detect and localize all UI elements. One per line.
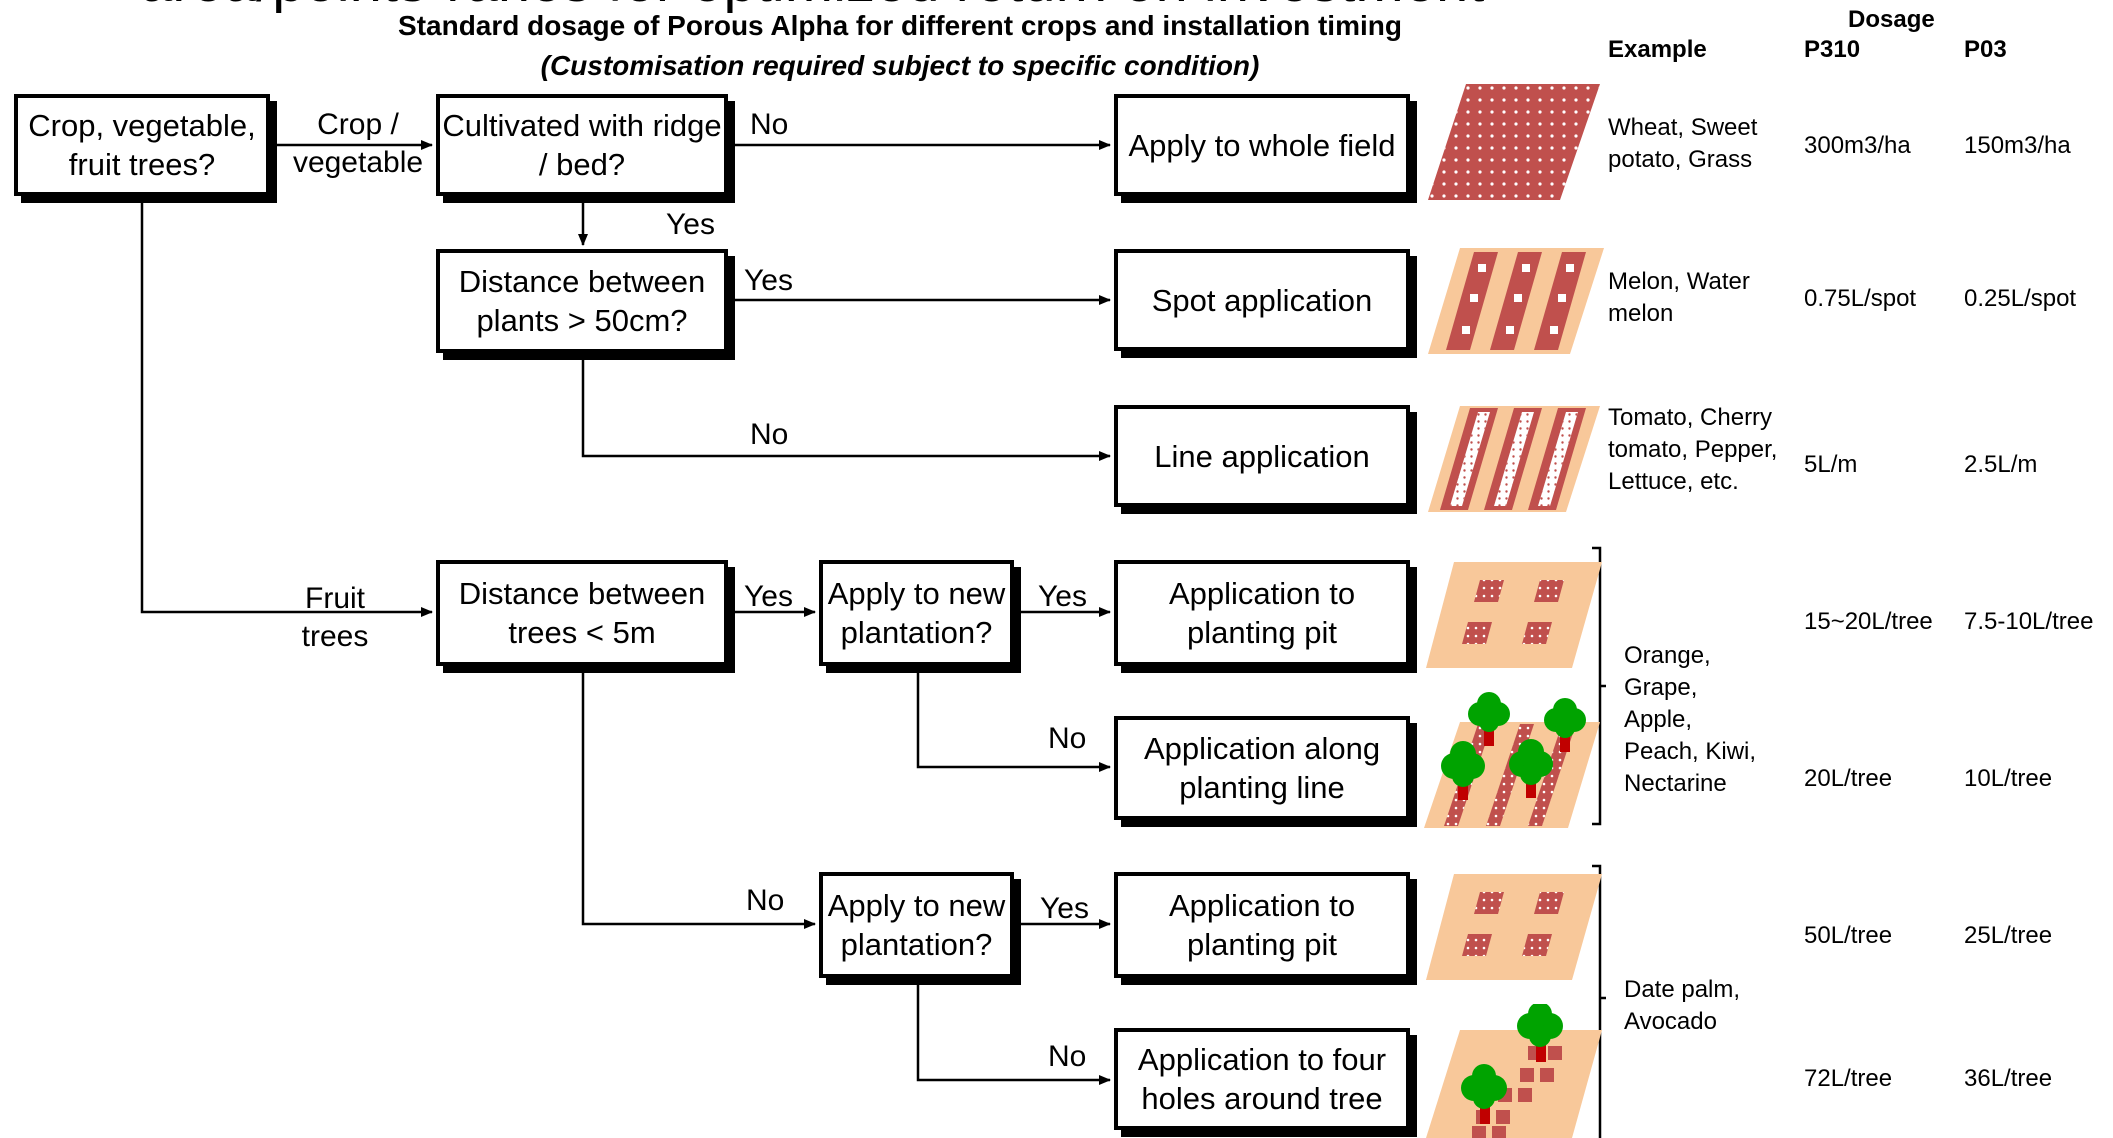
whole-field-icon [1428,84,1600,200]
cutoff-title: area/points-ranes for optimized return o… [140,0,1484,15]
p310-row-6: 50L/tree [1804,922,1893,949]
p310-row-3: 5L/m [1804,451,1858,478]
chart-title: Standard dosage of Porous Alpha for diff… [398,10,1402,41]
planting-pit-box-1: Application to planting pit [1114,560,1410,666]
p03-row-7: 36L/tree [1964,1065,2053,1092]
example-far-trees: Date palm, Avocado [1624,976,1741,1035]
p03-row-2: 0.25L/spot [1964,285,2077,312]
edge-label-fruit-trees: Fruit trees [301,582,369,653]
p310-row-2: 0.75L/spot [1804,285,1917,312]
whole-field-box: Apply to whole field [1114,94,1410,196]
planting-pit-box-2: Application to planting pit [1114,872,1410,978]
edge-label-no-along: No [1048,722,1087,755]
p03-row-3: 2.5L/m [1964,451,2038,478]
planting-pit-icon [1426,562,1602,668]
example-row-2: Melon, Water melon [1608,268,1750,327]
p03-row-5: 10L/tree [1964,765,2053,792]
example-row-1: Wheat, Sweet potato, Grass [1608,114,1758,173]
p03-row-4: 7.5-10L/tree [1964,608,2094,635]
edge-label-yes-ridge: Yes [666,208,715,241]
edge-label-yes-pit2: Yes [1040,892,1089,925]
planting-line-trees-icon [1424,692,1600,828]
crop-question-box: Crop, vegetable, fruit trees? [14,94,270,196]
chart-subtitle: (Customisation required subject to speci… [540,50,1260,81]
bracket-far-trees [1592,864,1606,1138]
line-icon [1428,406,1600,512]
edge-label-no-line: No [750,418,789,451]
example-header: Example [1608,36,1707,63]
spot-application-box: Spot application [1114,249,1410,351]
new-plantation-question-box-1: Apply to new plantation? [819,560,1014,666]
edge-plantation1-to-along [916,666,1111,772]
planting-line-box: Application along planting line [1114,716,1410,820]
edge-tree-to-plantation2 [581,666,816,929]
planting-pit-icon-2 [1426,874,1602,980]
edge-label-no-whole: No [750,108,789,141]
spot-icon [1428,248,1604,354]
p310-header: P310 [1804,36,1861,63]
four-holes-trees-icon [1426,1004,1602,1138]
four-holes-box: Application to four holes around tree [1114,1028,1410,1130]
edge-label-yes-tree: Yes [744,580,793,613]
p03-row-6: 25L/tree [1964,922,2053,949]
line-application-box: Line application [1114,405,1410,507]
dosage-header: Dosage [1848,6,1935,33]
bracket-near-trees [1592,546,1606,826]
edge-label-no-four: No [1048,1040,1087,1073]
p03-row-1: 150m3/ha [1964,132,2071,159]
edge-label-yes-pit1: Yes [1038,580,1087,613]
p310-row-4: 15~20L/tree [1804,608,1933,635]
ridge-question-box: Cultivated with ridge / bed? [436,94,728,196]
tree-distance-question-box: Distance between trees < 5m [436,560,728,666]
example-near-trees: Orange, Grape, Apple, Peach, Kiwi, Necta… [1624,642,1757,797]
edge-label-no-far: No [746,884,785,917]
plant-distance-question-box: Distance between plants > 50cm? [436,249,728,353]
edge-label-yes-spot: Yes [744,264,793,297]
example-row-3: Tomato, Cherry tomato, Pepper, Lettuce, … [1608,404,1778,495]
p310-row-5: 20L/tree [1804,765,1893,792]
p310-row-7: 72L/tree [1804,1065,1893,1092]
p03-header: P03 [1964,36,2007,63]
p310-row-1: 300m3/ha [1804,132,1911,159]
edge-label-crop: Crop / vegetable [292,108,424,179]
edge-distance-to-line [581,353,1111,461]
new-plantation-question-box-2: Apply to new plantation? [819,872,1014,978]
edge-crop-to-tree [140,196,433,617]
edge-plantation2-to-four [916,978,1111,1085]
